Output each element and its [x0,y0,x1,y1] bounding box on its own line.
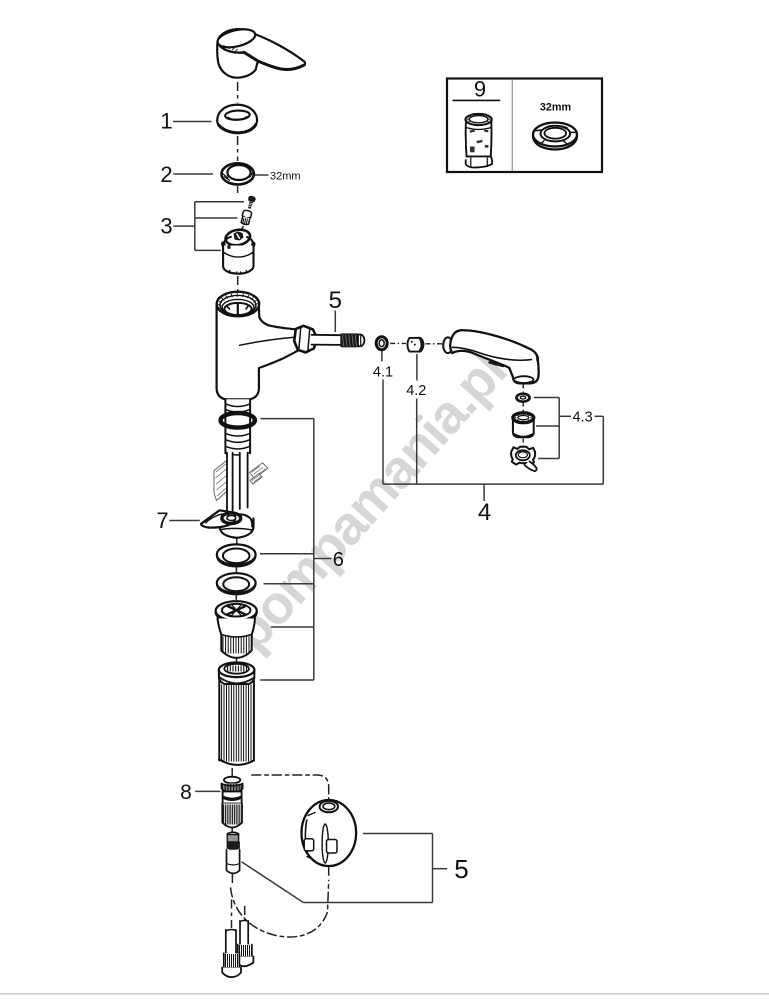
svg-text:6: 6 [333,549,344,571]
svg-text:8: 8 [180,781,192,804]
svg-text:5: 5 [329,287,342,314]
svg-text:4.1: 4.1 [373,364,393,380]
svg-text:7: 7 [156,508,168,533]
svg-text:1: 1 [160,108,172,133]
svg-text:2: 2 [160,162,172,187]
svg-text:4.3: 4.3 [573,409,593,425]
svg-text:3: 3 [160,213,172,238]
svg-text:4: 4 [478,499,491,526]
svg-text:5: 5 [454,854,468,884]
svg-text:4.2: 4.2 [406,383,426,399]
svg-text:9: 9 [474,77,486,102]
svg-text:32mm: 32mm [270,170,301,182]
svg-text:32mm: 32mm [540,102,571,114]
